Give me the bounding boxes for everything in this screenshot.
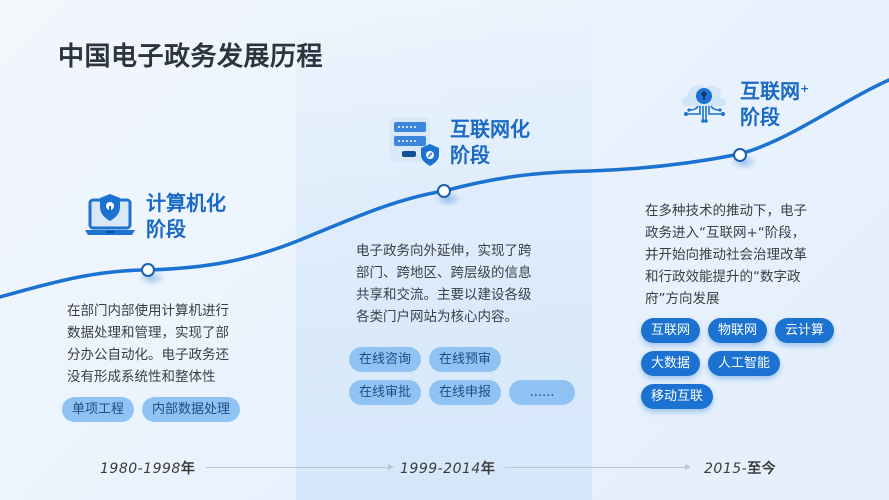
- period-stage-3: 2015-至今: [704, 461, 777, 477]
- stage-2-description: 电子政务向外延伸，实现了跨 部门、跨地区、跨层级的信息 共享和交流。主要以建设各…: [356, 243, 532, 325]
- stage-2-title-line2: 阶段: [450, 143, 490, 167]
- arrow-right-icon: [685, 464, 691, 470]
- tag-internet: 互联网: [641, 318, 701, 343]
- tag-online-declare: 在线申报: [429, 380, 502, 405]
- period-stage-1: 1980-1998年: [100, 461, 196, 477]
- stage-2-title-line1: 互联网化: [450, 117, 530, 141]
- stage-1-title-line1: 计算机化: [146, 191, 226, 215]
- stage-2-background-panel: [296, 0, 592, 500]
- arrow-right-icon: [388, 464, 394, 470]
- laptop-shield-icon: [85, 194, 135, 235]
- stage-2-tags: 在线咨询 在线预审 在线审批 在线申报 ......: [349, 347, 579, 405]
- tag-online-consult: 在线咨询: [349, 347, 422, 372]
- tag-mobile-internet: 移动互联: [641, 384, 714, 409]
- stage-2-header: 互联网化 阶段: [386, 114, 530, 170]
- tag-cloud-computing: 云计算: [775, 318, 835, 343]
- server-shield-icon: [390, 118, 439, 166]
- tag-big-data: 大数据: [641, 351, 701, 376]
- stage-3-title-line1: 互联网+: [740, 79, 810, 103]
- milestone-dot-2: [437, 184, 451, 198]
- stage-3-tags: 互联网 物联网 云计算 大数据 人工智能 移动互联: [641, 318, 841, 409]
- milestone-dot-3: [733, 148, 747, 162]
- tag-online-pre-review: 在线预审: [429, 347, 502, 372]
- page-title: 中国电子政务发展历程: [58, 42, 324, 72]
- tag-iot: 物联网: [708, 318, 768, 343]
- period-arrow-1: [206, 467, 388, 468]
- period-stage-2: 1999-2014年: [400, 461, 496, 477]
- stage-3-title-line2: 阶段: [740, 105, 780, 129]
- tag-ai: 人工智能: [708, 351, 781, 376]
- stage-1-header: 计算机化 阶段: [82, 188, 226, 244]
- stage-1-tags: 单项工程 内部数据处理: [62, 397, 282, 422]
- tag-single-project: 单项工程: [62, 397, 135, 422]
- tag-online-approval: 在线审批: [349, 380, 422, 405]
- cloud-lock-network-icon: [681, 85, 727, 123]
- period-arrow-2: [505, 467, 685, 468]
- stage-1-description: 在部门内部使用计算机进行 数据处理和管理，实现了部 分办公自动化。电子政务还 没…: [67, 303, 229, 385]
- stage-3-description: 在多种技术的推动下，电子 政务进入“互联网+“阶段， 并开始向推动社会治理改革 …: [645, 203, 807, 307]
- stage-3-header: 互联网+ 阶段: [676, 76, 809, 132]
- stage-1-title-line2: 阶段: [146, 217, 186, 241]
- tag-more: ......: [509, 380, 576, 405]
- milestone-dot-1: [141, 263, 155, 277]
- tag-internal-data: 内部数据处理: [142, 397, 241, 422]
